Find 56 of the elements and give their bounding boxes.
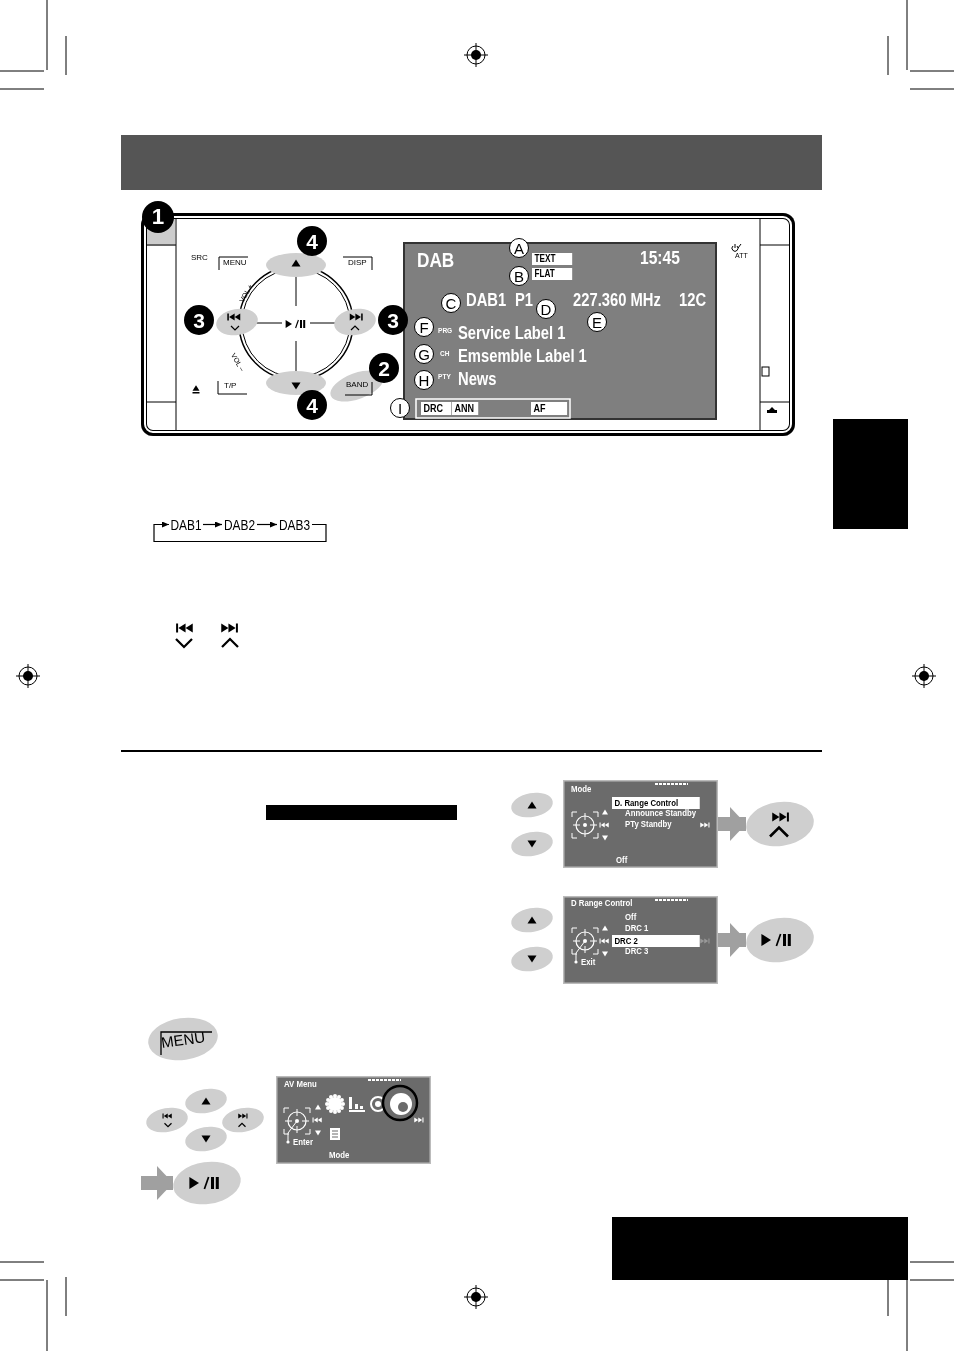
display-text: CH: [440, 350, 450, 358]
button-label: MENU: [223, 259, 247, 267]
display-text: DAB: [417, 249, 455, 270]
menu-item: Mode: [571, 784, 592, 794]
display-text: PTY: [438, 373, 451, 381]
menu-item: D Range Control: [571, 898, 633, 908]
callout-number: 4: [297, 226, 327, 256]
callout-number: 4: [297, 390, 327, 420]
block-arrow: [718, 923, 746, 957]
menu-item: DRC 1: [625, 923, 649, 933]
button-label: DISP: [348, 259, 367, 267]
display-text: DRC: [421, 402, 451, 415]
selected-menu-item: D. Range Control: [612, 797, 700, 809]
arrow: [256, 521, 278, 528]
menu-item: Off: [625, 912, 637, 922]
band-name: DAB2: [224, 516, 255, 533]
display-text: 227.360 MHz: [573, 291, 661, 309]
display-text: TEXT: [532, 253, 572, 265]
display-text: News: [458, 370, 497, 388]
menu-item: Enter: [293, 1137, 313, 1147]
display-text: P1: [515, 291, 534, 309]
menu-screen: [563, 896, 718, 984]
callout-number: 1: [142, 201, 174, 233]
band-name: DAB3: [279, 516, 310, 533]
display-text: ANN: [452, 402, 478, 415]
arrow: [153, 521, 327, 543]
menu-item: DRC 3: [625, 946, 649, 956]
callout-letter: I: [390, 398, 410, 418]
display-text: AF: [531, 402, 567, 415]
button-label: BAND: [346, 381, 369, 389]
display-text: Service Label 1: [458, 324, 566, 342]
display-text: 15:45: [640, 248, 680, 267]
button-label: T/P: [224, 382, 237, 390]
display-text: FLAT: [532, 268, 572, 280]
arrow: [202, 521, 223, 528]
button-label: SRC: [191, 254, 208, 262]
band-name: DAB1: [171, 516, 201, 533]
callout-number: 2: [369, 353, 399, 383]
menu-screen: [563, 780, 718, 868]
menu-item: Announce Standby: [625, 808, 696, 818]
callout-number: 3: [378, 305, 408, 335]
menu-item: Exit: [581, 957, 596, 967]
callout-letter: A: [509, 238, 529, 258]
menu-item: Mode: [329, 1150, 350, 1160]
display-text: 12C: [679, 291, 707, 309]
selected-menu-item: DRC 2: [612, 935, 700, 947]
display-text: PRG: [438, 327, 453, 335]
block-arrow: [718, 807, 746, 841]
callout-number: 3: [184, 305, 214, 335]
menu-item: AV Menu: [284, 1079, 317, 1089]
menu-item: Off: [616, 855, 628, 865]
display-text: DAB1: [466, 291, 507, 309]
menu-item: PTy Standby: [625, 819, 672, 829]
block-arrow: [141, 1166, 173, 1200]
display-text: Emsemble Label 1: [458, 347, 587, 365]
display-screen: [403, 242, 717, 420]
